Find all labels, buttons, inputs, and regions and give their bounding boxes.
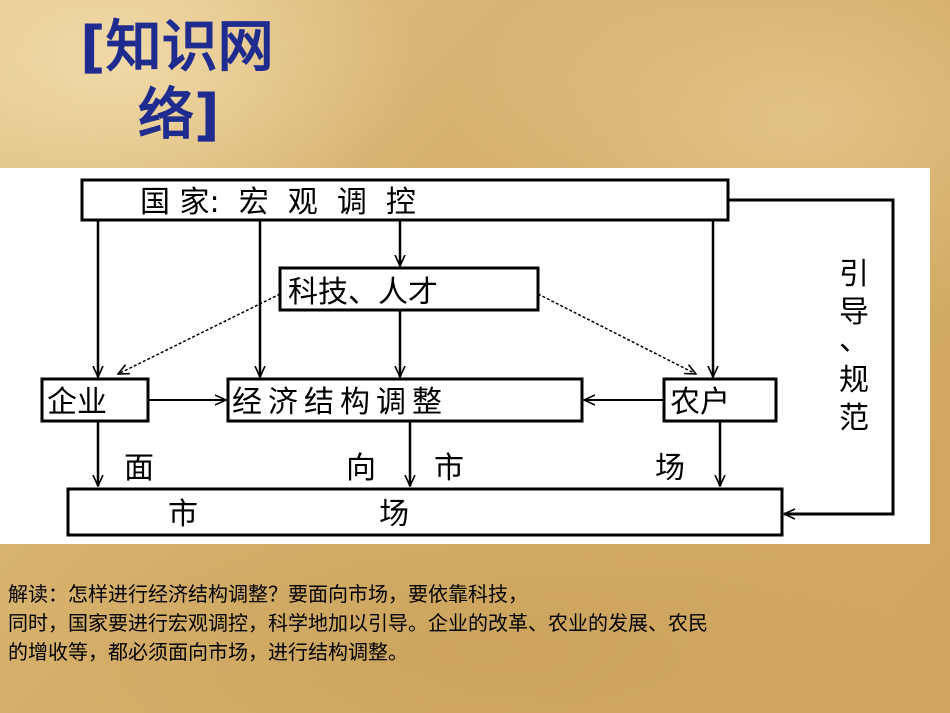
farmer-label: 农户: [670, 385, 730, 420]
slide-title-line2: 络]: [138, 83, 220, 148]
enterprise-box: [40, 377, 150, 423]
enterprise-label: 企业: [47, 385, 107, 420]
guide-char-1: 引: [839, 257, 869, 292]
tech-label: 科技、人才: [288, 275, 438, 310]
edge-label-face: 面: [124, 451, 154, 486]
guide-char-5: 范: [839, 401, 869, 436]
edge-label-toward: 向: [346, 451, 376, 486]
edge-tech-farmer: [537, 293, 696, 374]
guide-char-2: 导: [839, 295, 869, 330]
edge-label-market-char: 市: [434, 451, 464, 486]
edge-state-market-guide: [728, 198, 895, 514]
explanation-line3: 的增收等，都必须面向市场，进行结构调整。: [8, 640, 408, 664]
market-label: 市 场: [168, 497, 409, 532]
structure-label: 经济结构调整: [232, 385, 448, 420]
edge-label-field-char: 场: [655, 451, 685, 486]
state-label: 国 家: 宏 观 调 控: [140, 185, 416, 220]
slide-title: [知识网 络]: [80, 14, 274, 150]
explanation-text: 解读：怎样进行经济结构调整？要面向市场，要依靠科技， 同时，国家要进行宏观调控，…: [8, 580, 943, 667]
knowledge-network-diagram: 国 家: 宏 观 调 控 科技、人才 企业 经济结构调整 农户 市 场 面 向 …: [0, 168, 930, 544]
diagram-canvas: 国 家: 宏 观 调 控 科技、人才 企业 经济结构调整 农户 市 场 面 向 …: [40, 178, 895, 537]
tech-box: [278, 266, 540, 312]
structure-box: [226, 377, 584, 423]
guide-char-4: 规: [839, 363, 869, 398]
guide-char-3: 、: [839, 323, 869, 358]
explanation-line2: 同时，国家要进行宏观调控，科学地加以引导。企业的改革、农业的发展、农民: [8, 611, 708, 635]
state-box: [80, 178, 730, 222]
edge-tech-enterprise: [118, 293, 281, 374]
explanation-line1: 解读：怎样进行经济结构调整？要面向市场，要依靠科技，: [8, 582, 528, 606]
slide-title-line1: [知识网: [80, 15, 274, 80]
market-box: [66, 487, 784, 537]
